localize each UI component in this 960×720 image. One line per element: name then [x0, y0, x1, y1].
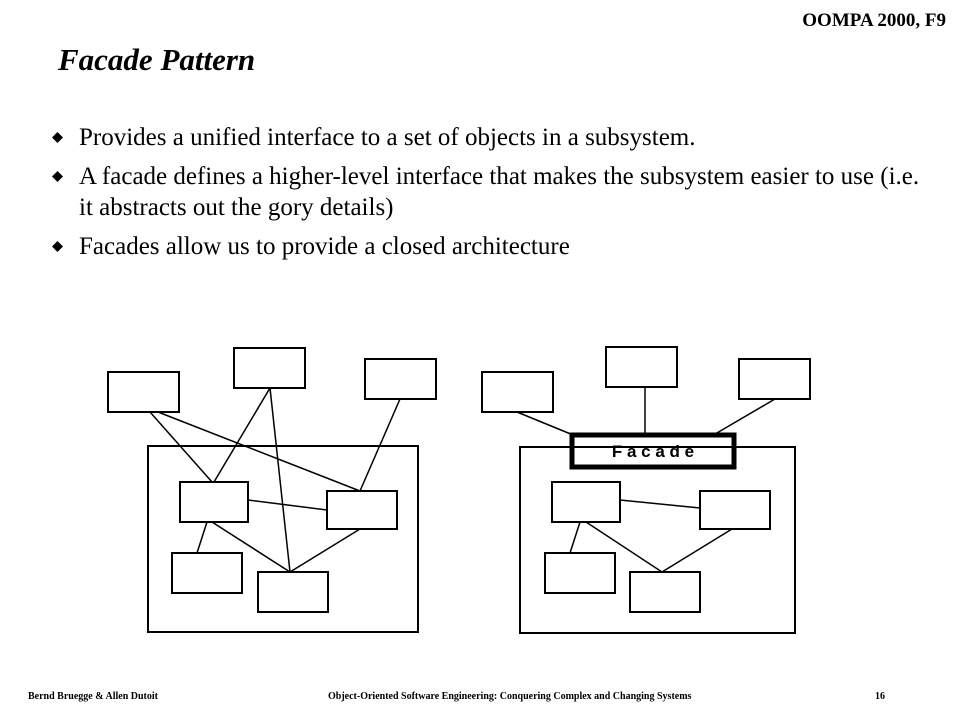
subsystem-class-box [551, 481, 621, 523]
footer-authors: Bernd Bruegge & Allen Dutoit [28, 691, 158, 702]
subsystem-class-box [629, 571, 701, 613]
bullet-list: Provides a unified interface to a set of… [48, 122, 928, 270]
client-class-box [107, 371, 180, 413]
subsystem-class-box [544, 552, 616, 594]
bullet-text: Provides a unified interface to a set of… [79, 124, 696, 151]
client-class-box [364, 358, 437, 400]
subsystem-class-box [179, 481, 249, 523]
diamond-bullet-icon [52, 132, 63, 143]
slide-title: Facade Pattern [58, 42, 256, 77]
facade-label: F a c a d e [612, 442, 694, 461]
course-label: OOMPA 2000, F9 [802, 10, 946, 31]
page-number: 16 [875, 691, 885, 702]
subsystem-class-box [699, 490, 771, 530]
bullet-text: A facade defines a higher-level interfac… [79, 163, 920, 221]
diamond-bullet-icon [52, 171, 63, 182]
facade-box [569, 432, 737, 470]
facade-diagram: F a c a d e [107, 346, 811, 634]
client-class-box [481, 371, 554, 413]
client-class-box [233, 347, 306, 389]
diagram-without-facade [107, 347, 437, 633]
subsystem-boundary [147, 445, 419, 633]
subsystem-boundary [519, 446, 796, 634]
bullet-item: A facade defines a higher-level interfac… [48, 161, 928, 223]
subsystem-class-box [171, 552, 243, 594]
client-class-box [605, 346, 678, 388]
diagram-with-facade: F a c a d e [481, 346, 811, 634]
dependency-lines [149, 387, 401, 573]
dependency-lines [516, 387, 776, 573]
diamond-bullet-icon [52, 241, 63, 252]
subsystem-class-box [326, 490, 398, 530]
subsystem-class-box [257, 571, 329, 613]
bullet-item: Provides a unified interface to a set of… [48, 122, 928, 153]
client-class-box [738, 358, 811, 400]
footer-book-title: Object-Oriented Software Engineering: Co… [328, 691, 692, 702]
bullet-item: Facades allow us to provide a closed arc… [48, 231, 928, 262]
bullet-text: Facades allow us to provide a closed arc… [79, 233, 570, 260]
